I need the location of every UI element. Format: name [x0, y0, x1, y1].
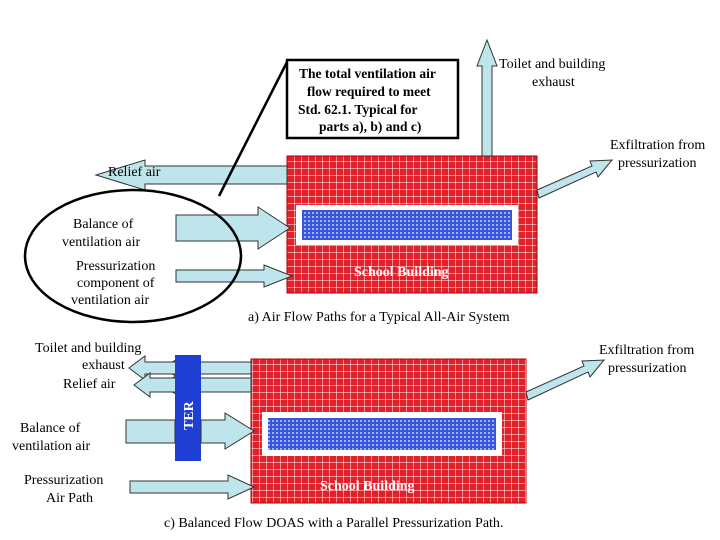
- exfiltration-label-a: Exfiltration from pressurization: [610, 138, 709, 171]
- toilet-exhaust-arrow-a: [476, 38, 498, 157]
- toilet-exhaust-label-a: Toilet and building exhaust: [499, 57, 609, 90]
- balance-ventilation-label-a: Balance of ventilation air: [62, 217, 140, 250]
- exfiltration-label-c: Exfiltration from pressurization: [599, 343, 698, 376]
- balance-ventilation-arrow-a: [175, 206, 291, 250]
- supply-duct-c: [268, 418, 496, 450]
- relief-air-arrow-c-out: [133, 372, 177, 398]
- toilet-exhaust-arrow-c-out: [128, 355, 177, 381]
- callout-text: The total ventilation air flow required …: [298, 66, 439, 134]
- ter-label: TER: [182, 400, 197, 430]
- school-building-c-label: School Building: [320, 479, 415, 494]
- pressurization-arrow-a: [175, 264, 294, 288]
- pressurization-path-label-c: Pressurization Air Path: [24, 473, 107, 506]
- ter-unit: [175, 355, 201, 461]
- highlight-ellipse: [23, 188, 243, 324]
- relief-air-label-a: Relief air: [108, 165, 161, 180]
- callout-box: [285, 58, 460, 140]
- balance-ventilation-arrow-c: [200, 412, 255, 450]
- callout-connector: [217, 61, 289, 197]
- pressurization-component-label-a: Pressurization component of ventilation …: [71, 259, 159, 308]
- supply-duct-a: [302, 210, 512, 240]
- caption-a: a) Air Flow Paths for a Typical All-Air …: [248, 310, 510, 325]
- pressurization-path-arrow-c: [129, 474, 256, 500]
- toilet-exhaust-label-c: Toilet and building exhaust: [35, 341, 145, 373]
- relief-air-arrow-a: [94, 159, 288, 191]
- exfiltration-arrow-c: [525, 359, 606, 401]
- balance-ventilation-arrow-c-in: [125, 419, 176, 444]
- exfiltration-arrow-a: [536, 159, 614, 199]
- relief-air-label-c: Relief air: [63, 377, 116, 392]
- caption-c: c) Balanced Flow DOAS with a Parallel Pr…: [164, 516, 503, 531]
- balance-ventilation-label-c: Balance of ventilation air: [12, 421, 90, 454]
- school-building-a-label: School Building: [354, 265, 449, 280]
